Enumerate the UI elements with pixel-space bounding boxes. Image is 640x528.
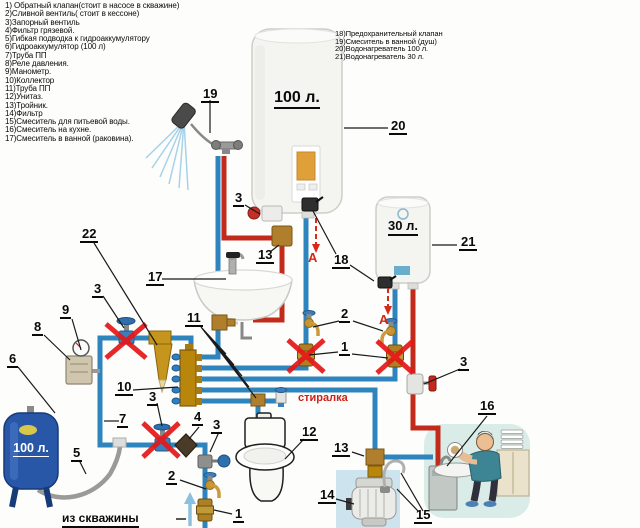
legend-item: 3)Запорный вентиль bbox=[5, 17, 80, 27]
kitchen-tee bbox=[365, 448, 385, 466]
callout-10: 10 bbox=[115, 379, 134, 396]
legend-item: 21)Водонагреватель 30 л. bbox=[335, 51, 424, 61]
shutoff-valve-hot-right bbox=[406, 373, 437, 395]
check-valve-well bbox=[196, 498, 214, 522]
legend-item: 9)Манометр. bbox=[5, 67, 52, 77]
callout-2: 2 bbox=[339, 306, 351, 323]
callout-11: 11 bbox=[185, 310, 203, 327]
legend-item: 1) Обратный клапан(стоит в насосе в сква… bbox=[5, 1, 180, 10]
callout-1: 1 bbox=[233, 506, 245, 523]
drain-letter-a: А bbox=[308, 250, 318, 265]
shutoff-valve-riser bbox=[197, 454, 231, 469]
legend-item: 13)Тройник. bbox=[5, 100, 48, 110]
legend-item: 20)Водонагреватель 100 л. bbox=[335, 44, 429, 53]
callout-3: 3 bbox=[147, 389, 159, 406]
callout-3: 3 bbox=[211, 417, 223, 434]
callout-5: 5 bbox=[71, 445, 83, 462]
legend-item: 10)Коллектор bbox=[5, 75, 55, 85]
callout-1: 1 bbox=[339, 339, 351, 356]
legend-left: 1) Обратный клапан(стоит в насосе в сква… bbox=[5, 1, 180, 143]
drinking-water-faucet bbox=[380, 459, 406, 493]
shower-mixer bbox=[145, 102, 243, 191]
callout-18: 18 bbox=[332, 252, 351, 269]
legend-item: 17)Смеситель в ванной (раковина). bbox=[5, 133, 134, 143]
well-arrow bbox=[176, 492, 196, 526]
legend-item: 7)Труба ПП bbox=[5, 50, 47, 60]
callout-4: 4 bbox=[192, 409, 204, 426]
toilet bbox=[235, 412, 295, 502]
pressure-relay bbox=[65, 355, 93, 385]
legend-item: 2)Сливной вентиль( стоит в кессоне) bbox=[5, 9, 140, 19]
callout-6: 6 bbox=[7, 351, 19, 368]
legend-item: 16)Смеситель на кухне. bbox=[5, 125, 92, 135]
callout-3: 3 bbox=[458, 354, 470, 371]
legend-item: 19)Смеситель в ванной (душ) bbox=[335, 36, 437, 46]
legend-right: 18)Предохранительный клапан 19)Смеситель… bbox=[335, 30, 443, 60]
toilet-tee bbox=[250, 393, 266, 407]
cold-water-pipes bbox=[97, 156, 433, 528]
kitchen-sink-scene bbox=[428, 429, 530, 511]
heater-100l-label: 100 л. bbox=[266, 89, 328, 109]
leader-lines bbox=[17, 100, 488, 515]
callout-21: 21 bbox=[459, 234, 478, 251]
washing-machine-tap bbox=[275, 387, 287, 407]
callout-7: 7 bbox=[117, 411, 129, 428]
callout-13: 13 bbox=[332, 440, 351, 457]
water-heater-30l bbox=[375, 196, 431, 290]
expansion-tank bbox=[3, 406, 59, 508]
drain-direction-arrows bbox=[312, 218, 392, 315]
callout-20: 20 bbox=[389, 118, 408, 135]
callout-12: 12 bbox=[300, 424, 319, 441]
callout-19: 19 bbox=[201, 86, 220, 103]
callout-9: 9 bbox=[60, 302, 72, 319]
callout-16: 16 bbox=[478, 398, 497, 415]
callout-13: 13 bbox=[256, 247, 275, 264]
fine-filter bbox=[148, 330, 173, 394]
callout-15: 15 bbox=[414, 507, 433, 524]
collector-manifold bbox=[171, 344, 202, 407]
legend-item: 5)Гибкая подводка к гидроаккумулятору bbox=[5, 34, 150, 44]
callout-2: 2 bbox=[166, 468, 178, 485]
bathroom-sink bbox=[193, 252, 293, 331]
from-well-label: из скважины bbox=[62, 511, 139, 528]
callout-8: 8 bbox=[32, 319, 44, 336]
drain-letter-a: А bbox=[379, 312, 389, 327]
legend-item: 14)Фильтр bbox=[5, 108, 43, 118]
safety-valve-icon bbox=[301, 196, 397, 289]
drinking-water-filter bbox=[346, 465, 397, 527]
callout-17: 17 bbox=[146, 269, 165, 286]
legend-item: 11)Труба ПП bbox=[5, 83, 51, 93]
legend-item: 15)Смеситель для питьевой воды. bbox=[5, 117, 130, 127]
shower-head-icon bbox=[171, 102, 196, 129]
legend-item: 4)Фильтр грязевой. bbox=[5, 25, 75, 35]
callout-3: 3 bbox=[92, 281, 104, 298]
heater-30l-label: 30 л. bbox=[382, 218, 424, 236]
washing-machine-label: стиралка bbox=[298, 392, 348, 404]
legend-item: 6)Гидроаккумулятор (100 л) bbox=[5, 42, 106, 52]
legend-item: 8)Реле давления. bbox=[5, 59, 69, 69]
coarse-filter bbox=[174, 433, 198, 458]
heater-outlet-valve bbox=[247, 205, 293, 247]
legend-item: 12)Унитаз. bbox=[5, 92, 43, 102]
callout-3: 3 bbox=[233, 190, 245, 207]
tank-label: 100 л. bbox=[13, 441, 49, 457]
legend-item: 18)Предохранительный клапан bbox=[335, 29, 443, 38]
water-heater-100l bbox=[251, 28, 343, 219]
hot-water-pipes bbox=[221, 156, 441, 468]
cross-marks bbox=[104, 322, 415, 459]
callout-14: 14 bbox=[318, 487, 337, 504]
callout-22: 22 bbox=[80, 226, 99, 243]
